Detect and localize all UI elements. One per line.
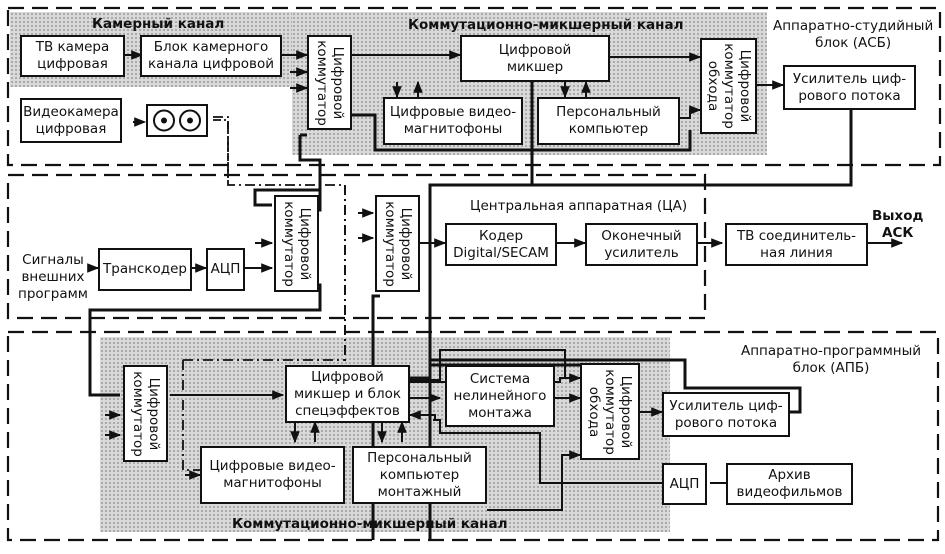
output-label: Выход АСК (872, 208, 924, 241)
switch-mid-right-block: Цифровой коммутатор (375, 195, 420, 292)
amp-top-block: Усилитель циф- рового потока (783, 65, 916, 110)
mixing-channel-top-label: Коммутационно-микшерный канал (408, 17, 684, 33)
mixing-channel-bottom-label: Коммутационно-микшерный канал (232, 516, 508, 532)
ca-border (6, 173, 707, 320)
encoder-block: Кодер Digital/SECAM (445, 223, 557, 266)
camera-channel-unit-block: Блок камерного канала цифровой (140, 35, 282, 77)
bypass-switch-bottom-block: Цифровой коммутатор обхода (580, 363, 640, 460)
asb-border (6, 6, 942, 167)
final-amp-block: Оконечный усилитель (585, 223, 698, 266)
mixer-effects-block: Цифровой микшер и блок спецэффектов (285, 365, 410, 423)
archive-block: Архив видеофильмов (726, 463, 853, 505)
switch-top-block: Цифровой коммутатор (307, 35, 352, 130)
nle-block: Система нелинейного монтажа (445, 365, 555, 427)
adc-mid-block: АЦП (206, 248, 245, 291)
amp-bottom-block: Усилитель циф- рового потока (662, 392, 790, 437)
asb-label: Аппаратно-студийный блок (АСБ) (773, 18, 934, 51)
apb-label: Аппаратно-программный блок (АПБ) (741, 343, 922, 376)
digital-mixer-block: Цифровой микшер (460, 35, 610, 82)
pc-bottom-block: Персональный компьютер монтажный (352, 446, 487, 504)
switch-mid-left-block: Цифровой коммутатор (274, 195, 319, 292)
ca-label: Центральная аппаратная (ЦА) (470, 198, 688, 214)
vtr-top-block: Цифровые видео- магнитофоны (383, 97, 523, 145)
bypass-switch-top-block: Цифровой коммутатор обхода (700, 38, 757, 134)
camera-channel-label: Камерный канал (92, 16, 225, 32)
transcoder-block: Транскодер (98, 248, 192, 291)
switch-bottom-block: Цифровой коммутатор (123, 365, 168, 462)
tv-camera-block: ТВ камера цифровая (20, 35, 125, 77)
adc-bottom-block: АЦП (662, 463, 707, 505)
pc-top-block: Персональный компьютер (537, 97, 680, 145)
tv-line-block: ТВ соединитель- ная линия (725, 223, 868, 266)
external-signals-label: Сигналы внешних программ (18, 252, 88, 302)
videocamera-block: Видеокамера цифровая (20, 98, 122, 143)
vtr-bottom-block: Цифровые видео- магнитофоны (200, 446, 345, 504)
videocassette-icon (146, 104, 208, 137)
apb-border (6, 330, 940, 542)
